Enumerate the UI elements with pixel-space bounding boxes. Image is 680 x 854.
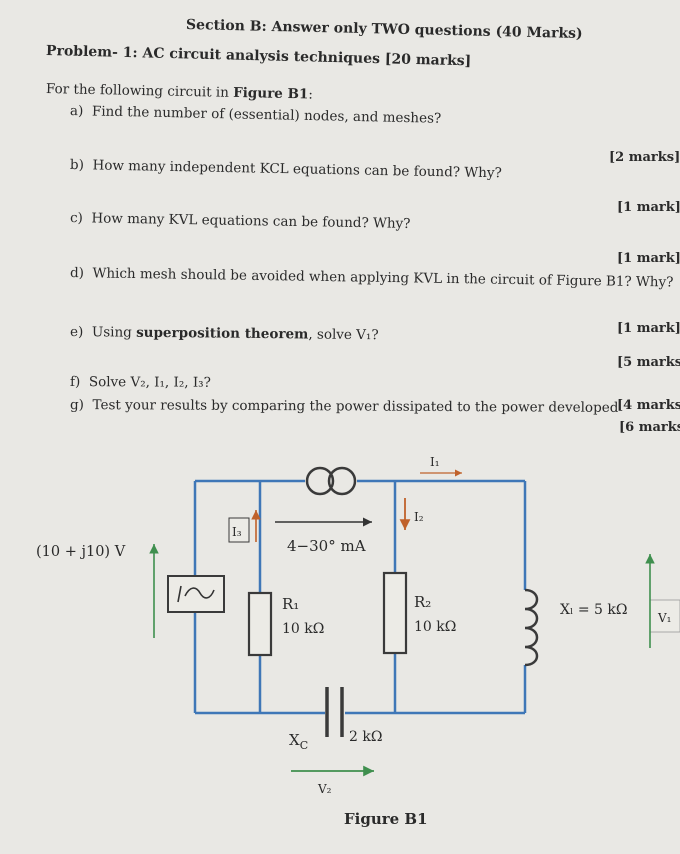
capacitor-xc <box>325 687 344 737</box>
i2-label: I₂ <box>414 510 424 524</box>
question-text-suffix: , solve V₁? <box>308 326 379 344</box>
ac-voltage-source <box>167 575 225 613</box>
i3-label: I₃ <box>232 525 242 539</box>
inductor-xl <box>524 588 539 667</box>
question-text: How many KVL equations can be found? Why… <box>91 210 411 232</box>
xl-label: Xₗ = 5 kΩ <box>560 602 627 618</box>
question-f-marks: [4 marks] <box>617 398 680 413</box>
section-title: Section B: Answer only TWO questions (40… <box>185 17 583 42</box>
question-text-prefix: Using <box>91 324 137 341</box>
problem-title: Problem- 1: AC circuit analysis techniqu… <box>45 43 472 70</box>
i1-label: I₁ <box>430 455 440 469</box>
question-a: a) Find the number of (essential) nodes,… <box>69 103 442 127</box>
xc-value: 2 kΩ <box>349 729 382 745</box>
figure-caption: Figure B1 <box>344 810 428 828</box>
question-text: Solve V₂, I₁, I₂, I₃? <box>88 374 211 391</box>
resistor-r2 <box>382 571 408 655</box>
question-b-marks: [1 mark] <box>617 200 680 215</box>
question-f: f) Solve V₂, I₁, I₂, I₃? <box>69 374 211 391</box>
r2-name: R₂ <box>414 593 431 611</box>
question-id: f) <box>69 374 81 391</box>
question-id: g) <box>69 397 84 414</box>
question-text: Which mesh should be avoided when applyi… <box>92 265 674 291</box>
r2-value: 10 kΩ <box>414 619 456 635</box>
question-text-bold: superposition theorem <box>136 324 309 343</box>
circuit-diagram: 4−30° mA (10 + j10) V R₁ 10 kΩ I₃ R₂ 10 … <box>36 455 680 828</box>
resistor-r1 <box>247 591 273 657</box>
voltage-source-label: (10 + j10) V <box>36 544 126 560</box>
intro-text: For the following circuit in Figure B1: <box>45 81 314 103</box>
xc-name-sub: C <box>300 739 308 752</box>
question-id: e) <box>69 324 84 341</box>
intro-prefix: For the following circuit in <box>45 81 234 101</box>
r1-name: R₁ <box>282 595 299 613</box>
current-source-symbol <box>305 466 357 496</box>
r1-value: 10 kΩ <box>282 621 324 637</box>
question-text: How many independent KCL equations can b… <box>92 157 502 182</box>
question-d-marks: [1 mark] <box>617 321 680 336</box>
circuit-wires <box>193 479 527 715</box>
xc-name: XC <box>289 731 308 752</box>
question-id: d) <box>69 265 85 282</box>
question-a-marks: [2 marks] <box>609 150 680 165</box>
question-id: a) <box>69 103 84 120</box>
question-id: b) <box>69 157 85 174</box>
question-text: Find the number of (essential) nodes, an… <box>91 103 442 127</box>
question-e-marks: [5 marks] <box>617 355 680 370</box>
question-c-marks: [1 mark] <box>617 251 680 266</box>
current-source-label: 4−30° mA <box>287 537 366 555</box>
question-e: e) Using superposition theorem, solve V₁… <box>69 324 379 344</box>
question-g: g) Test your results by comparing the po… <box>69 397 619 416</box>
question-id: c) <box>69 210 83 227</box>
question-b: b) How many independent KCL equations ca… <box>69 157 502 182</box>
v1-label: V₁ <box>657 611 671 625</box>
v2-label: V₂ <box>317 782 332 796</box>
v1-label-box <box>649 599 680 633</box>
question-c: c) How many KVL equations can be found? … <box>69 210 411 232</box>
i3-label-box <box>228 517 250 543</box>
question-g-marks: [6 marks <box>619 420 680 435</box>
question-d: d) Which mesh should be avoided when app… <box>69 265 674 291</box>
intro-suffix: : <box>308 86 314 103</box>
question-text: Test your results by comparing the power… <box>92 397 619 416</box>
intro-figure-ref: Figure B1 <box>233 84 309 103</box>
xc-name-main: X <box>289 731 300 749</box>
ac-sine-icon <box>177 585 215 603</box>
